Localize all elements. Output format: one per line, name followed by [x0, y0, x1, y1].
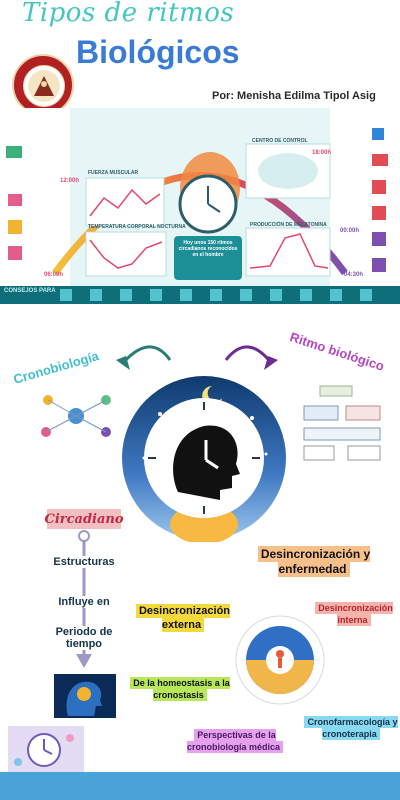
clock-illustration: [8, 726, 84, 774]
right-icons: [372, 128, 388, 272]
desincronizacion-interna-label: Desincronización interna: [312, 602, 396, 626]
flow-periodo-de-tiempo: Periodo de tiempo: [50, 626, 118, 650]
flow-estructuras: Estructuras: [50, 556, 118, 568]
panel-title-muscle: FUERZA MUSCULAR: [88, 170, 139, 176]
circadiano-box: Circadiano: [44, 509, 124, 529]
desinc-externa-text: Desincronización externa: [135, 604, 231, 632]
cronofarmaco-text: Cronofarmacología y cronoterapia: [304, 716, 398, 740]
title-script: Tipos de ritmos: [22, 0, 235, 28]
time-1800: 18:00h: [312, 150, 332, 156]
desincronizacion-enfermedad-label: Desincronización y enfermedad: [228, 546, 400, 577]
perspectivas-text: Perspectivas de la cronobiología médica: [186, 729, 283, 753]
desincronizacion-externa-label: Desincronización externa: [135, 604, 231, 632]
panel-title-melatonin: PRODUCCIÓN DE MELATONINA: [250, 222, 327, 228]
cronofarmacologia-label: Cronofarmacología y cronoterapia: [302, 716, 400, 740]
cronobiologia-label: Cronobiología: [11, 348, 101, 387]
ritmo-biologico-diagram-image: [298, 380, 388, 466]
homeostasis-label: De la homeostasis a la cronostasis: [128, 677, 232, 701]
homeostasis-text: De la homeostasis a la cronostasis: [130, 677, 230, 701]
infographic-banner: CONSEJOS PARA FUERZA MUSCULAR TEMPERATUR…: [0, 108, 400, 304]
perspectivas-label: Perspectivas de la cronobiología médica: [182, 729, 288, 753]
time-0000: 00:00h: [340, 228, 360, 234]
time-0600: 06:00h: [44, 272, 64, 278]
tips-label: CONSEJOS PARA: [4, 288, 56, 294]
cronobiologia-mindmap-image: [28, 386, 124, 446]
desinc-enfermedad-text: Desincronización y enfermedad: [257, 546, 371, 577]
panel-title-control: CENTRO DE CONTROL: [252, 138, 308, 144]
time-1200: 12:00h: [60, 178, 80, 184]
flow-influye-en: Influye en: [50, 596, 118, 608]
university-seal: [12, 54, 74, 116]
cycle-arrows: [116, 345, 278, 370]
page-title: Biológicos: [76, 34, 240, 70]
center-badge: Hoy unos 150 ritmos circadianos reconoci…: [178, 240, 238, 258]
circadian-clock-head: [122, 376, 286, 542]
time-0430: 04:30h: [344, 272, 364, 278]
ritmo-biologico-label: Ritmo biológico: [288, 329, 387, 374]
desinc-interna-text: Desincronización interna: [315, 602, 393, 626]
author-credit: Por: Menisha Edilma Tipol Asig: [212, 90, 376, 102]
seal-emblem: [23, 65, 65, 107]
brain-head-image: [54, 674, 116, 718]
left-icons: [6, 146, 22, 260]
chronotherapy-circle-image: [235, 615, 325, 705]
panel-title-temperature: TEMPERATURA CORPORAL NOCTURNA: [88, 224, 186, 230]
footer-bar: [0, 772, 400, 800]
